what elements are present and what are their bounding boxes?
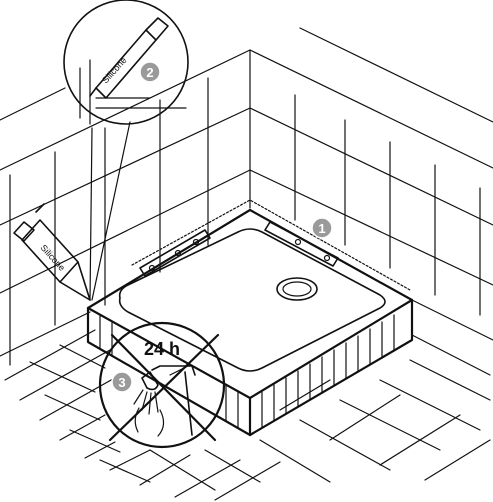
detail-view-silicone: Silicone 2 xyxy=(63,0,189,125)
right-wall-tiles xyxy=(249,27,493,341)
silicone-label-main: Silicone xyxy=(39,243,68,273)
silicone-cartridge-icon: Silicone xyxy=(13,203,91,301)
shower-tray xyxy=(86,208,414,437)
cure-time-label: 24 h xyxy=(144,339,180,359)
step-3-badge: 3 xyxy=(111,371,133,393)
no-shower-icon: 24 h 3 xyxy=(98,321,226,449)
drain-icon xyxy=(276,277,318,301)
svg-text:3: 3 xyxy=(118,375,125,390)
silicone-label-detail: Silicone xyxy=(100,55,129,85)
svg-text:2: 2 xyxy=(146,65,153,80)
floor-tiles xyxy=(4,329,491,501)
step-2-badge: 2 xyxy=(139,61,161,83)
svg-text:1: 1 xyxy=(318,221,325,236)
tray-mounting-strips-icon xyxy=(131,199,411,291)
detail-leader-lines xyxy=(89,121,131,301)
step-1-badge: 1 xyxy=(311,217,333,239)
left-wall-tiles xyxy=(0,49,251,366)
